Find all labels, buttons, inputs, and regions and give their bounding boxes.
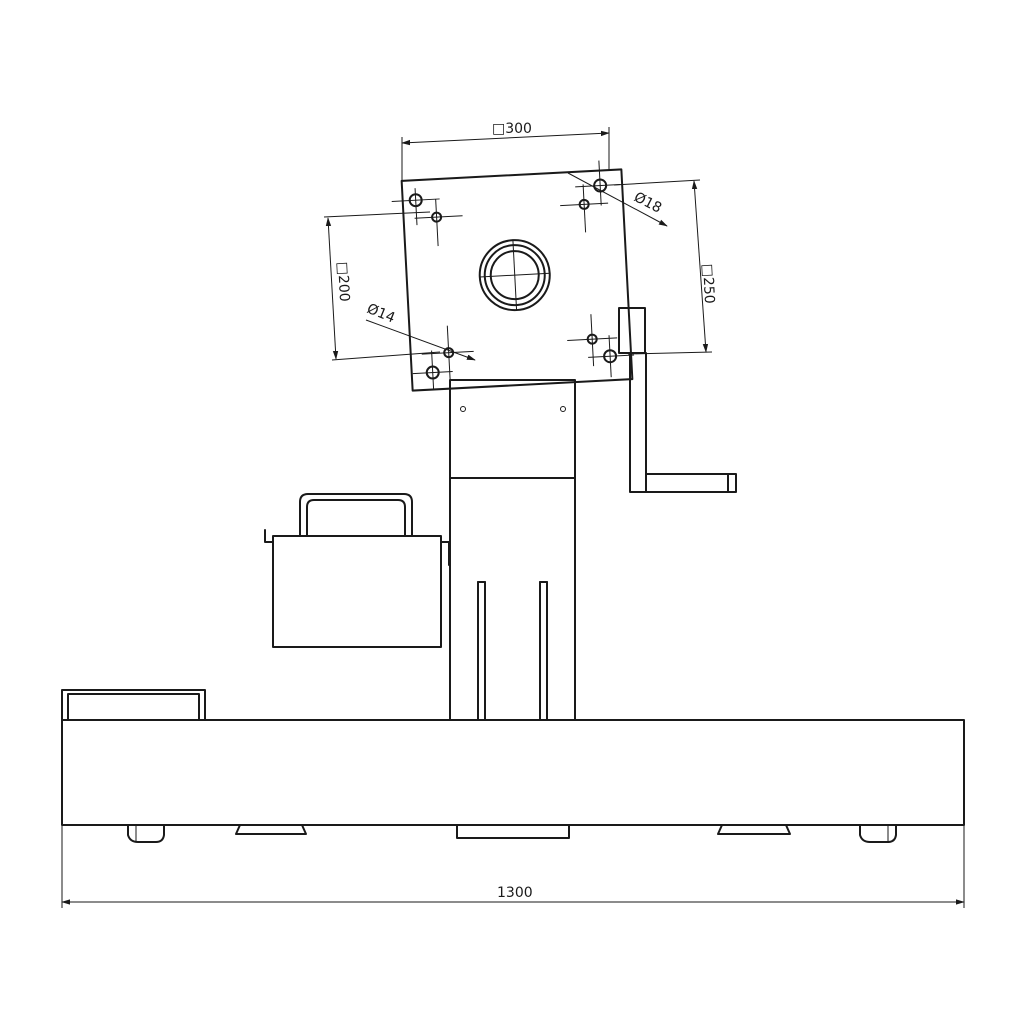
vertical-column — [449, 477, 576, 721]
caster-right — [859, 824, 897, 843]
hole-bottom-left-outer — [412, 350, 453, 390]
dim-large-hole-label: Ø18 — [631, 189, 664, 216]
base-frame — [61, 719, 965, 826]
foot-pad-left — [235, 824, 307, 835]
mounting-plate — [391, 160, 635, 392]
left-top-pad — [61, 689, 206, 721]
hand-crank — [618, 307, 737, 493]
center-foot-block — [456, 824, 570, 839]
hole-top-left-outer — [391, 188, 440, 226]
dim-overall-width-label: 1300 — [497, 885, 533, 901]
hole-top-left-inner — [414, 199, 463, 247]
dim-plate-width: □300 — [401, 121, 610, 180]
caster-left — [127, 824, 165, 843]
dim-inner-pattern: □200 — [323, 211, 441, 361]
dim-small-hole: Ø14 — [365, 301, 476, 361]
foot-pad-right — [717, 824, 791, 835]
dim-plate-height-label: □250 — [699, 263, 717, 304]
dim-small-hole-label: Ø14 — [365, 301, 398, 327]
dim-inner-pattern-label: □200 — [334, 261, 352, 302]
dim-overall-width: 1300 — [61, 825, 965, 908]
hole-bottom-right-outer — [588, 335, 635, 378]
center-bore — [478, 239, 551, 312]
hole-top-right-outer — [575, 160, 621, 206]
hole-top-right-inner — [560, 184, 609, 233]
dim-plate-width-label: □300 — [492, 121, 532, 137]
dim-plate-height: □250 — [613, 179, 717, 355]
tool-box — [264, 493, 450, 648]
column-housing — [449, 379, 576, 479]
